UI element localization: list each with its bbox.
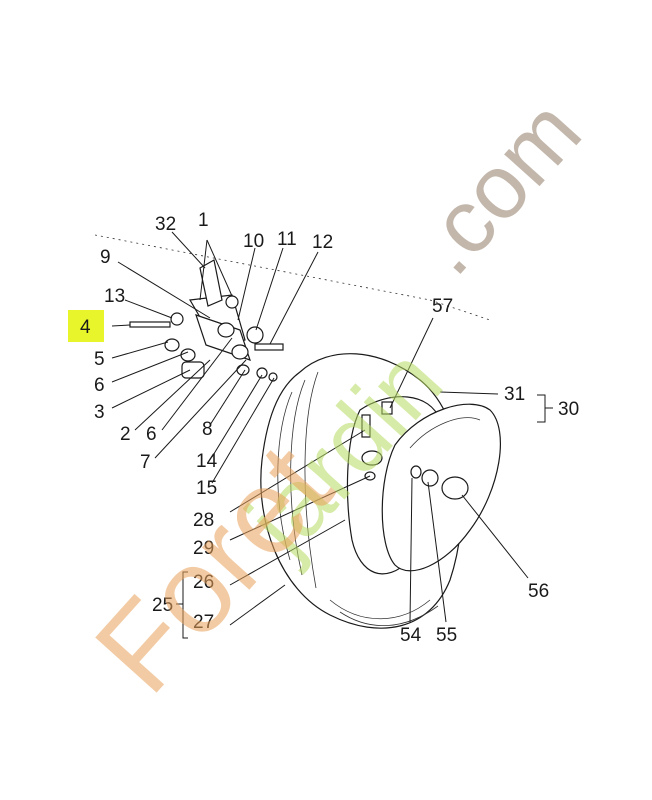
label-54: 54 — [400, 625, 422, 646]
label-11: 11 — [277, 229, 297, 250]
watermark-domain: .com — [396, 82, 601, 294]
hub-washer — [421, 469, 439, 487]
label-32: 32 — [155, 214, 176, 235]
label-30: 30 — [558, 399, 579, 420]
label-9: 9 — [100, 247, 111, 268]
bolt-4 — [129, 321, 171, 328]
hub-nut — [410, 465, 422, 479]
label-5: 5 — [94, 349, 105, 370]
label-12: 12 — [312, 232, 333, 253]
label-27: 27 — [193, 612, 214, 633]
label-6b: 6 — [146, 424, 157, 445]
leader-lines — [111, 231, 553, 639]
label-26: 26 — [193, 572, 214, 593]
wheel-assembly — [260, 353, 501, 629]
bracket-assembly — [94, 234, 491, 382]
label-55: 55 — [436, 625, 457, 646]
label-25: 25 — [152, 595, 173, 616]
label-13: 13 — [104, 286, 125, 307]
label-7: 7 — [140, 452, 151, 473]
label-3: 3 — [94, 402, 105, 423]
label-6a: 6 — [94, 375, 105, 396]
label-1: 1 — [198, 210, 209, 231]
label-4: 4 — [80, 317, 91, 338]
label-14: 14 — [196, 451, 218, 472]
label-8: 8 — [202, 419, 213, 440]
label-2: 2 — [120, 424, 131, 445]
part-labels: 32 1 10 11 12 9 13 4 5 6 3 2 6 7 8 14 15… — [68, 210, 579, 646]
label-28: 28 — [193, 510, 214, 531]
label-29: 29 — [193, 538, 214, 559]
label-56: 56 — [528, 581, 549, 602]
valve-stem — [361, 414, 371, 438]
label-57: 57 — [432, 296, 453, 317]
hub-bolt — [441, 476, 469, 500]
label-31: 31 — [504, 384, 525, 405]
label-10: 10 — [243, 231, 264, 252]
label-15: 15 — [196, 478, 217, 499]
highlight-box-4 — [68, 310, 104, 342]
